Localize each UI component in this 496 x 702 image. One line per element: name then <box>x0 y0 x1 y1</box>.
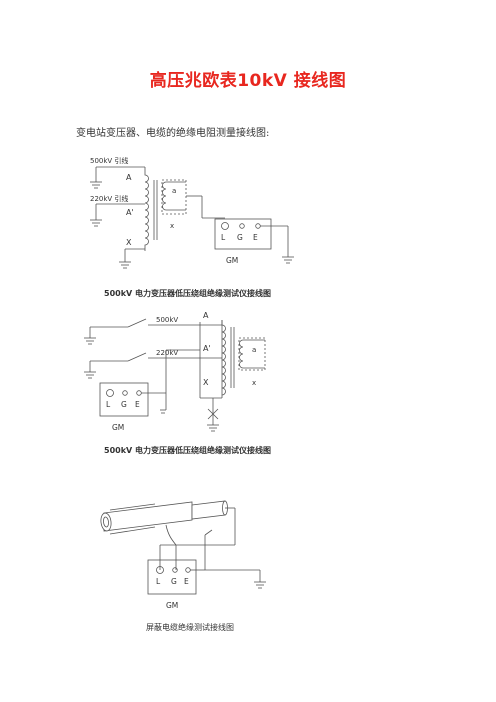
switch-500kv <box>127 318 147 328</box>
gm3-E-label: E <box>184 577 189 586</box>
diagram-1-caption: 500kV 电力变压器低压绕组绝缘测试仪接线图 <box>104 289 271 298</box>
diagram-3-caption: 屏蔽电缆绝缘测试接线图 <box>146 623 234 632</box>
diagram-2: 500kV 220kV A A' X a x L G E GM <box>84 311 266 432</box>
terminal-X2-label: X <box>203 378 209 387</box>
diagram-1: 500kV 引线 220kV 引线 A A' X a x L G E GM <box>90 156 294 269</box>
label-220kv: 220kV <box>156 349 178 357</box>
cable-core <box>191 500 226 520</box>
gm3-L-label: L <box>156 577 161 586</box>
terminal-X-label: X <box>126 238 132 247</box>
gm-E-label: E <box>253 233 258 242</box>
terminal-x2-label: x <box>252 379 256 387</box>
secondary-winding <box>162 181 167 211</box>
terminal-a-label: a <box>172 187 176 195</box>
terminal-Aprime2-label: A' <box>203 344 211 353</box>
terminal-L <box>221 222 229 230</box>
gm2-G-label: G <box>121 400 127 409</box>
secondary-winding-2 <box>239 339 244 369</box>
terminal-x-label: x <box>170 222 174 230</box>
page-title: 高压兆欧表10kV 接线图 <box>149 71 347 91</box>
gm-G-label: G <box>237 233 243 242</box>
gm2-label: GM <box>112 423 124 432</box>
diagram-3: L G E GM <box>100 500 266 610</box>
primary-winding-2 <box>221 320 226 396</box>
megger-box-3 <box>147 559 197 595</box>
lead-220kv-label: 220kV 引线 <box>90 194 128 203</box>
terminal-Aprime-label: A' <box>126 208 134 217</box>
gm3-G-label: G <box>171 577 177 586</box>
cable-outer <box>103 501 193 532</box>
gm2-E-label: E <box>135 400 140 409</box>
primary-winding <box>144 167 149 251</box>
terminal-a2-label: a <box>252 346 256 354</box>
terminal-A2-label: A <box>203 311 209 320</box>
megger-box <box>214 218 272 250</box>
gm-L-label: L <box>221 233 226 242</box>
switch-220kv <box>127 352 147 362</box>
intro-text: 变电站变压器、电缆的绝缘电阻测量接线图: <box>76 128 270 139</box>
gm3-label: GM <box>166 601 178 610</box>
lead-500kv-label: 500kV 引线 <box>90 156 128 165</box>
gm2-L-label: L <box>106 400 111 409</box>
megger-box-2 <box>99 382 149 417</box>
gm-label: GM <box>226 256 238 265</box>
terminal-A-label: A <box>126 173 132 182</box>
diagram-2-caption: 500kV 电力变压器低压绕组绝缘测试仪接线图 <box>104 446 271 455</box>
label-500kv: 500kV <box>156 316 178 324</box>
